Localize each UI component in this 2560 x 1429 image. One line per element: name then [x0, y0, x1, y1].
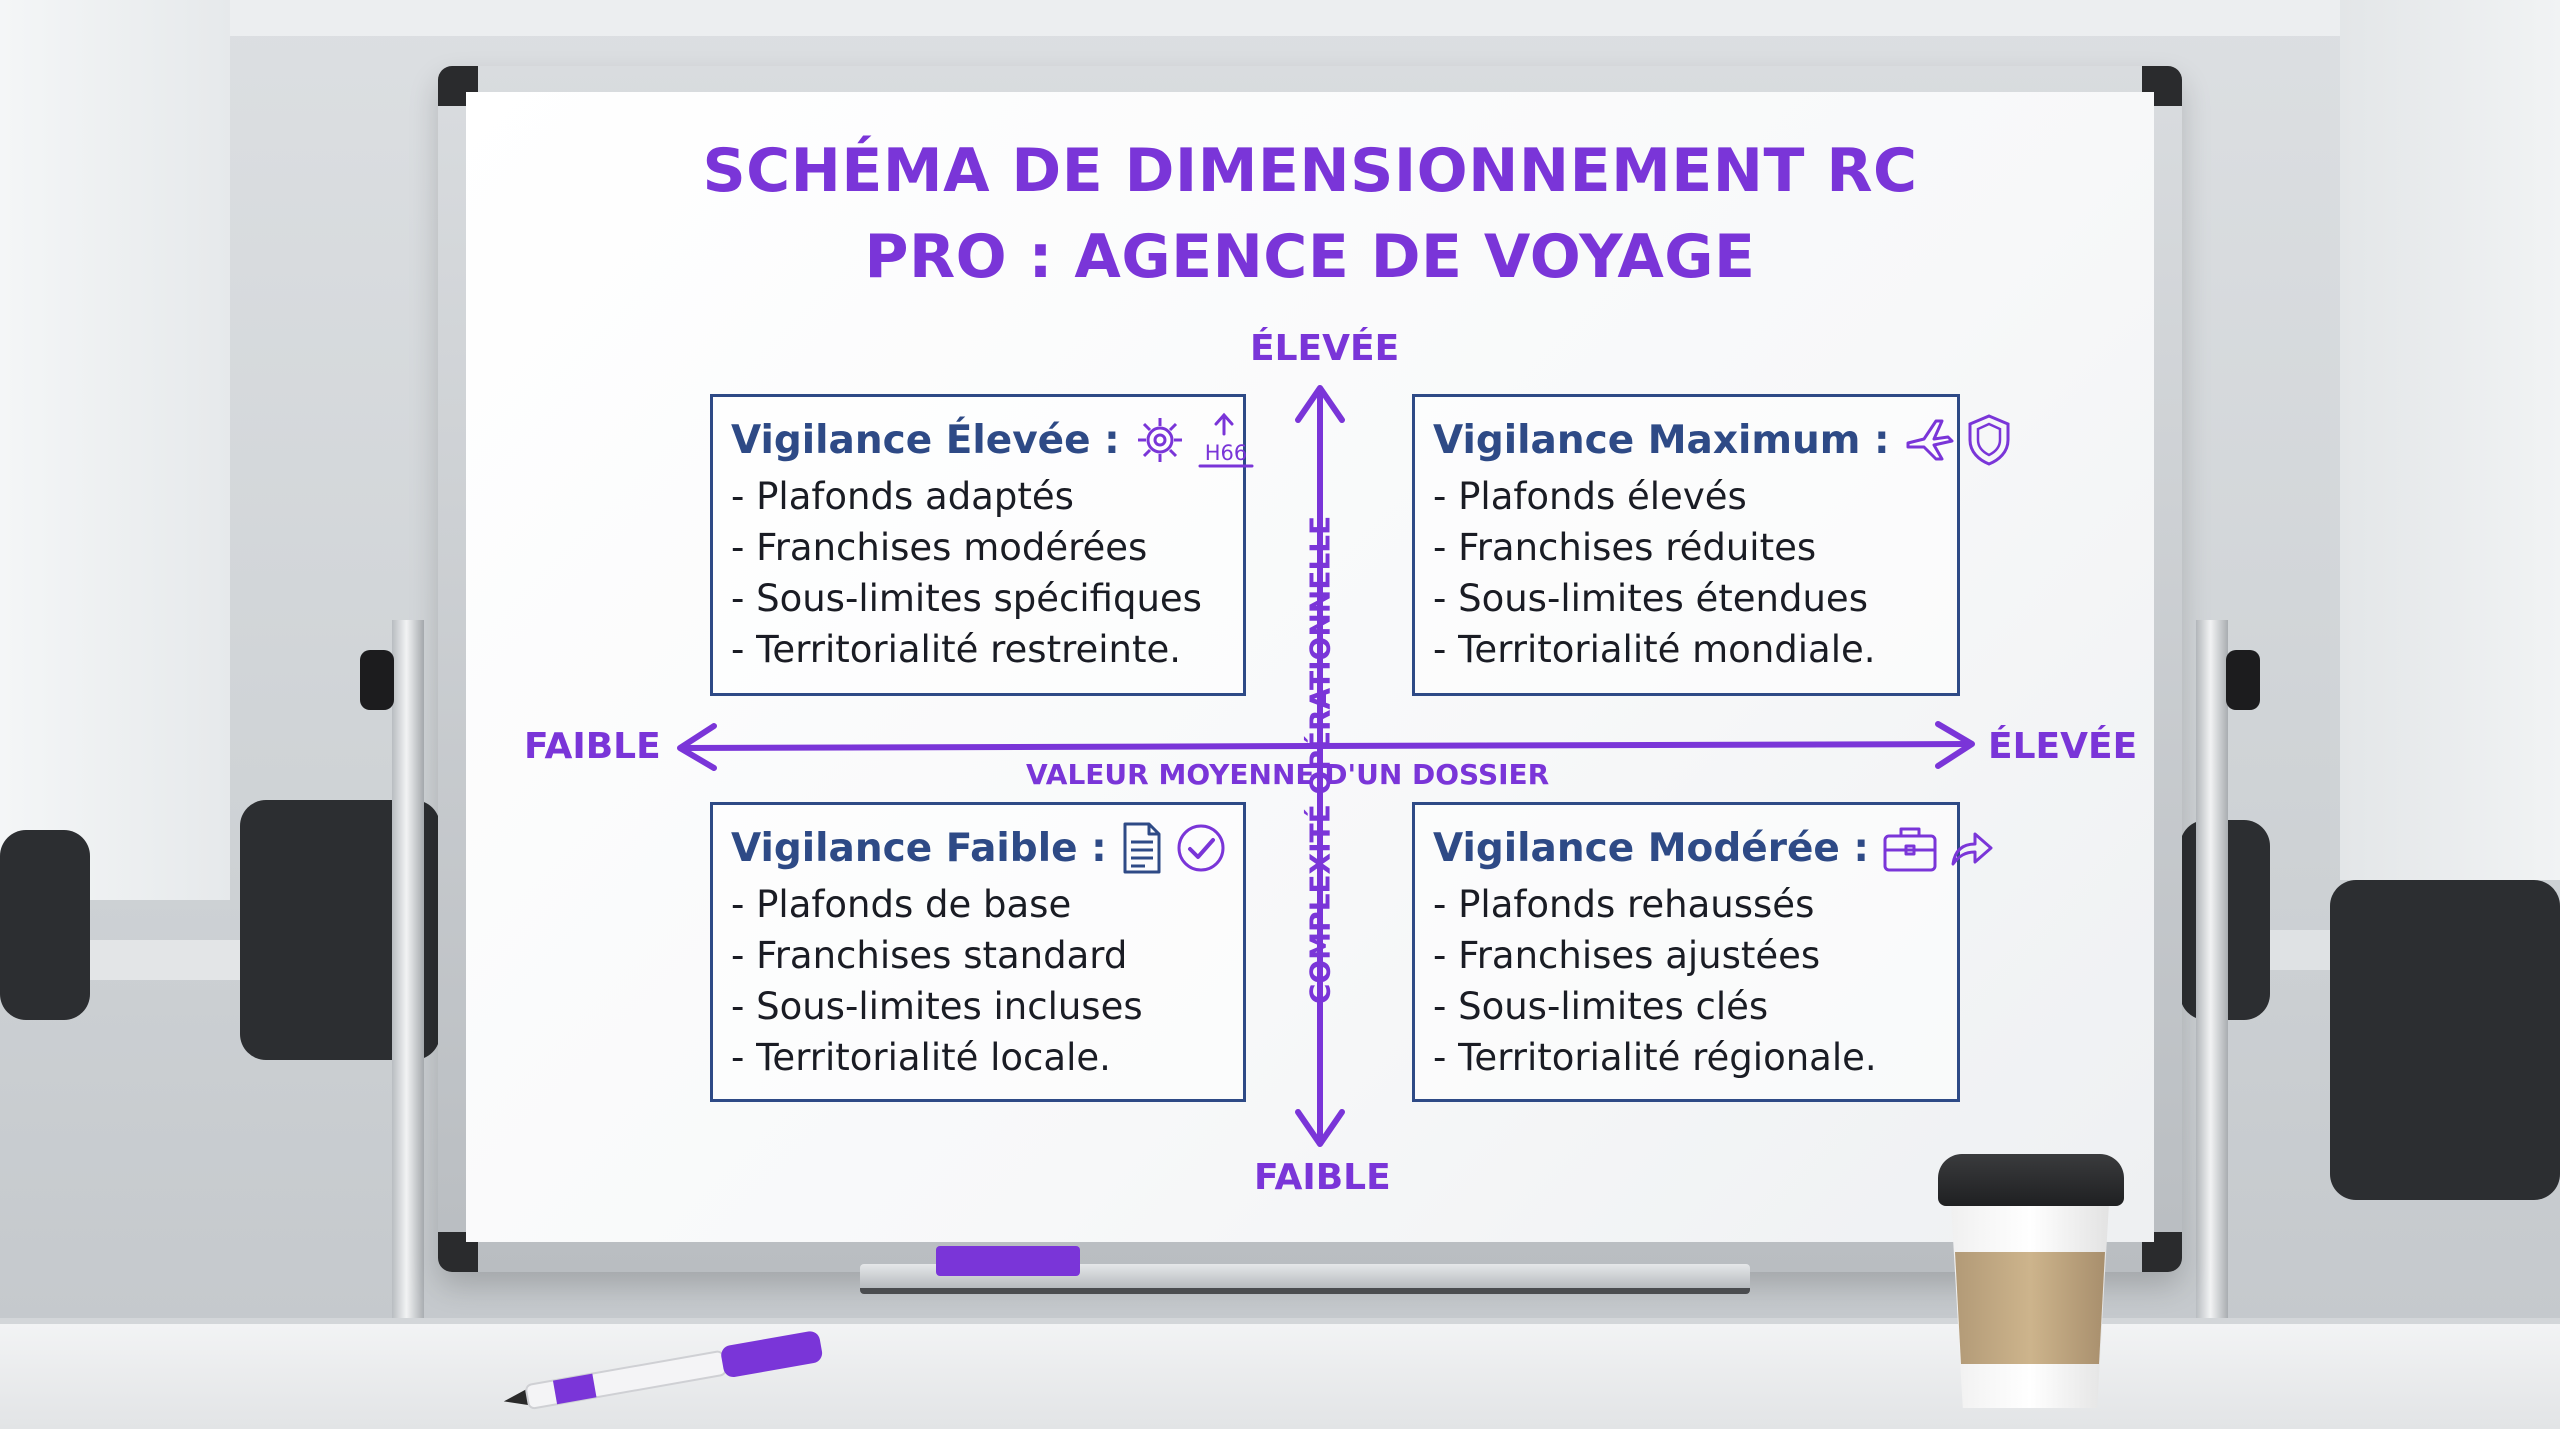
- list-item: - Territorialité régionale.: [1433, 1036, 1877, 1079]
- quadrant-title: Vigilance Modérée :: [1433, 825, 1870, 871]
- diagram-title-line-2: PRO : AGENCE DE VOYAGE: [864, 222, 1756, 292]
- background-chair: [2330, 880, 2560, 1200]
- list-item: - Plafonds de base: [731, 883, 1072, 926]
- y-axis-title: COMPLEXITÉ OPÉRATIONNELLE: [1303, 515, 1337, 1005]
- list-item: - Sous-limites incluses: [731, 985, 1143, 1028]
- background-window-left: [0, 0, 230, 900]
- list-item: - Sous-limites spécifiques: [731, 577, 1202, 620]
- list-item: - Territorialité locale.: [731, 1036, 1111, 1079]
- x-axis-low-label: FAIBLE: [524, 726, 661, 767]
- upload-h66-icon: H66: [1198, 412, 1254, 468]
- quadrant-bottom-left: Vigilance Faible : - Plafonds de base - …: [710, 802, 1246, 1102]
- list-item: - Plafonds rehaussés: [1433, 883, 1815, 926]
- y-axis-low-label: FAIBLE: [1254, 1157, 1391, 1198]
- desk-edge: [0, 1318, 2560, 1324]
- list-item: - Sous-limites étendues: [1433, 577, 1868, 620]
- coffee-cup-lid: [1938, 1154, 2124, 1206]
- stand-knob-right: [2226, 650, 2260, 710]
- forward-arrow-icon: [1951, 832, 1993, 866]
- document-icon: [1123, 822, 1161, 874]
- background-window-right: [2340, 0, 2560, 880]
- quadrant-title: Vigilance Maximum :: [1433, 417, 1890, 463]
- list-item: - Territorialité mondiale.: [1433, 628, 1876, 671]
- coffee-cup-sleeve: [1955, 1252, 2105, 1364]
- x-axis-arrowhead-left: [677, 723, 717, 771]
- quadrant-top-right: Vigilance Maximum : - Plafonds élevés - …: [1412, 394, 2010, 696]
- upload-h66-icon-text: H66: [1204, 441, 1247, 465]
- quadrant-title: Vigilance Faible :: [731, 825, 1107, 871]
- x-axis-line: [679, 741, 1973, 751]
- desk: [0, 1318, 2560, 1429]
- y-axis-arrowhead-top: [1295, 385, 1345, 423]
- airplane-icon: [1906, 419, 1954, 461]
- marker-tip: [503, 1389, 529, 1406]
- shield-icon: [1968, 414, 2010, 466]
- list-item: - Territorialité restreinte.: [731, 628, 1182, 671]
- stand-knob-left: [360, 650, 394, 710]
- ceiling: [0, 0, 2560, 36]
- list-item: - Plafonds élevés: [1433, 475, 1747, 518]
- list-item: - Franchises ajustées: [1433, 934, 1821, 977]
- x-axis-high-label: ÉLEVÉE: [1988, 726, 2138, 767]
- diagram-title: SCHÉMA DE DIMENSIONNEMENT RC PRO : AGENC…: [560, 128, 2060, 308]
- quadrant-list: - Plafonds de base - Franchises standard…: [731, 879, 1225, 1083]
- quadrant-top-left: Vigilance Élevée : H66: [710, 394, 1254, 696]
- marker-pen: [503, 1331, 823, 1410]
- y-axis-high-label: ÉLEVÉE: [1250, 328, 1400, 369]
- diagram-title-line-1: SCHÉMA DE DIMENSIONNEMENT RC: [702, 136, 1918, 206]
- whiteboard-stand-left: [392, 620, 424, 1320]
- tray-marker: [936, 1246, 1080, 1276]
- gear-icon: [1137, 418, 1182, 462]
- marker-cap: [721, 1331, 823, 1378]
- quadrant-title: Vigilance Élevée :: [731, 417, 1120, 463]
- list-item: - Plafonds adaptés: [731, 475, 1074, 518]
- list-item: - Franchises réduites: [1433, 526, 1817, 569]
- marker-band: [552, 1373, 597, 1405]
- background-chair: [0, 830, 90, 1020]
- check-circle-icon: [1177, 824, 1225, 872]
- list-item: - Franchises modérées: [731, 526, 1148, 569]
- quadrant-list: - Plafonds élevés - Franchises réduites …: [1433, 471, 1939, 675]
- marker-body: [525, 1350, 727, 1410]
- quadrant-list: - Plafonds rehaussés - Franchises ajusté…: [1433, 879, 1939, 1083]
- quadrant-bottom-right: Vigilance Modérée : - Plafonds rehaussés…: [1412, 802, 1993, 1102]
- list-item: - Franchises standard: [731, 934, 1128, 977]
- x-axis-title: VALEUR MOYENNE D'UN DOSSIER: [1026, 758, 1550, 791]
- quadrant-list: - Plafonds adaptés - Franchises modérées…: [731, 471, 1225, 675]
- list-item: - Sous-limites clés: [1433, 985, 1769, 1028]
- briefcase-icon: [1883, 827, 1937, 872]
- y-axis-arrowhead-bottom: [1295, 1109, 1345, 1147]
- whiteboard-stand-right: [2196, 620, 2228, 1320]
- x-axis-arrowhead-right: [1935, 721, 1975, 769]
